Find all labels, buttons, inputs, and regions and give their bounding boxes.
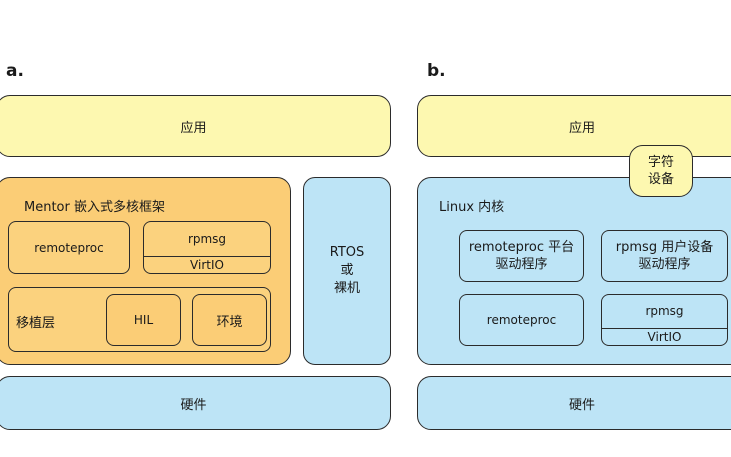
- panel-b-rpmsg-user-line2: 驱动程序: [638, 257, 691, 272]
- panel-b-remoteproc-label: remoteproc: [486, 313, 557, 327]
- panel-a-hardware-label: 硬件: [180, 397, 207, 413]
- panel-b-remoteproc-platform-box: remoteproc 平台 驱动程序: [459, 230, 584, 282]
- panel-b-rpmsg-user-line1: rpmsg 用户设备: [615, 240, 714, 255]
- panel-a-porting-label: 移植层: [16, 316, 56, 331]
- panel-b-hardware-layer: 硬件: [417, 376, 731, 430]
- panel-a-remoteproc-label: remoteproc: [34, 240, 104, 255]
- panel-b-char-device-line2: 设备: [647, 172, 674, 187]
- panel-b-virtio-label: VirtIO: [647, 330, 682, 344]
- panel-a-rtos-line2: 或: [340, 263, 354, 278]
- panel-b-kernel-block: Linux 内核 remoteproc 平台 驱动程序 rpmsg 用户设备 驱…: [417, 177, 731, 365]
- panel-a-rpmsg-label: rpmsg: [187, 231, 227, 246]
- panel-a-hil-box: HIL: [106, 294, 181, 346]
- panel-a-env-box: 环境: [192, 294, 267, 346]
- panel-a-rtos-line3: 裸机: [333, 281, 360, 296]
- panel-a-rtos-line1: RTOS: [329, 245, 365, 260]
- panel-a-remoteproc-box: remoteproc: [8, 221, 130, 274]
- panel-a-rpmsg-stack: rpmsg VirtIO: [143, 221, 271, 274]
- panel-b-hardware-label: 硬件: [568, 397, 595, 413]
- panel-b-remoteproc-box: remoteproc: [459, 294, 584, 346]
- panel-b-kernel-title: Linux 内核: [439, 200, 505, 215]
- panel-a-framework-title: Mentor 嵌入式多核框架: [24, 200, 165, 215]
- panel-b-remoteproc-platform-line1: remoteproc 平台: [468, 240, 575, 255]
- panel-a-hardware-layer: 硬件: [0, 376, 391, 430]
- panel-b-label: b.: [427, 61, 446, 81]
- panel-a-virtio-label: VirtIO: [190, 258, 224, 272]
- panel-a-application-layer: 应用: [0, 95, 391, 157]
- panel-a-rtos-block: RTOS 或 裸机: [303, 177, 391, 365]
- panel-a-porting-layer: 移植层 HIL 环境: [8, 287, 271, 352]
- panel-a-framework-block: Mentor 嵌入式多核框架 remoteproc rpmsg VirtIO 移…: [0, 177, 291, 365]
- panel-a-application-label: 应用: [180, 120, 207, 136]
- panel-b-application-layer: 应用: [417, 95, 731, 157]
- panel-a-env-label: 环境: [216, 314, 243, 330]
- panel-a-label: a.: [6, 61, 24, 81]
- panel-b-rpmsg-label: rpmsg: [645, 304, 684, 318]
- panel-b-rpmsg-user-box: rpmsg 用户设备 驱动程序: [601, 230, 728, 282]
- panel-b-char-device-bubble: 字符 设备: [629, 145, 693, 197]
- panel-b-application-label: 应用: [568, 120, 595, 136]
- panel-a-hil-label: HIL: [133, 313, 154, 327]
- panel-b-char-device-line1: 字符: [647, 155, 674, 170]
- panel-b-remoteproc-platform-line2: 驱动程序: [495, 257, 548, 272]
- panel-b-rpmsg-stack: rpmsg VirtIO: [601, 294, 728, 346]
